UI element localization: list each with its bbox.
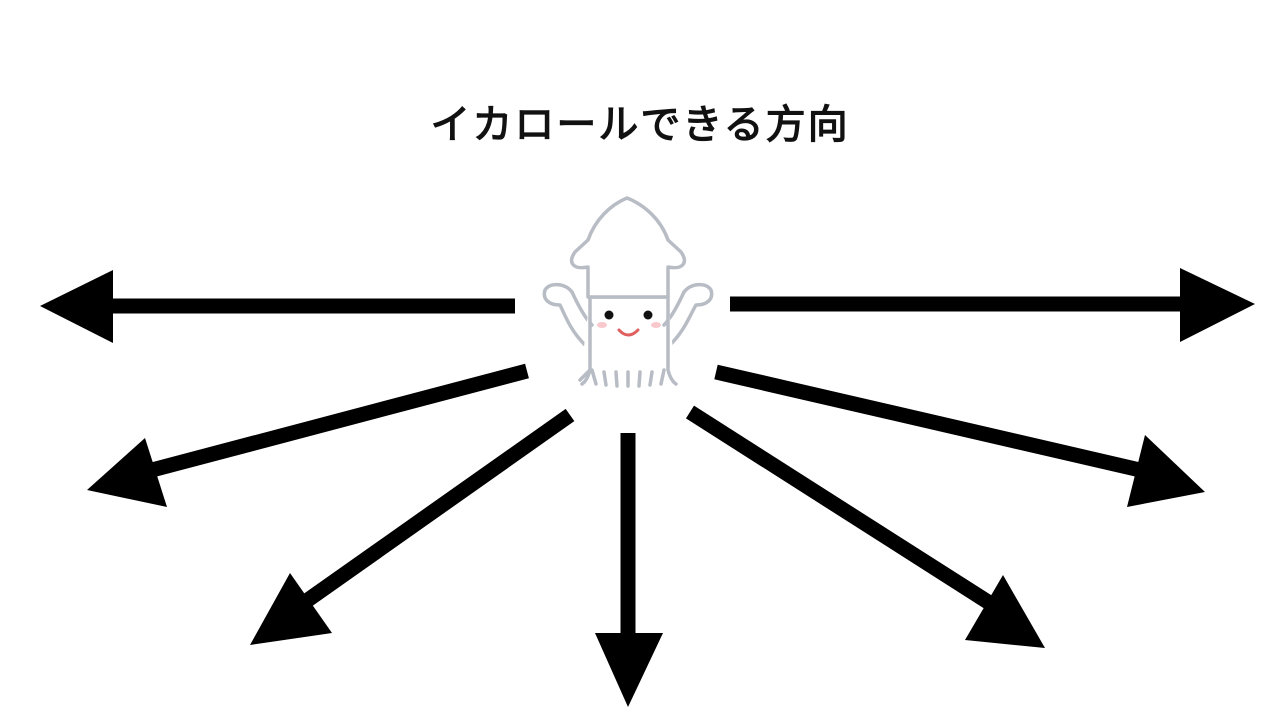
arrow-lower-left bbox=[87, 363, 529, 507]
arrow-down-left-shaft bbox=[300, 408, 575, 609]
arrow-down-head bbox=[595, 633, 663, 707]
arrow-down-right-shaft bbox=[685, 405, 993, 609]
squid-head bbox=[570, 196, 686, 299]
squid-arm-right bbox=[662, 282, 714, 347]
squid-tentacles bbox=[590, 368, 666, 388]
arrow-lower-right bbox=[714, 364, 1205, 507]
arrow-right-head bbox=[1180, 268, 1255, 342]
squid-cheek-left bbox=[597, 322, 607, 328]
arrow-lower-right-head bbox=[1127, 435, 1205, 507]
arrow-down-left bbox=[250, 408, 575, 645]
arrow-left bbox=[40, 270, 515, 343]
squid-mouth bbox=[617, 328, 640, 337]
arrow-down bbox=[595, 433, 663, 707]
diagram-title: イカロールできる方向 bbox=[430, 102, 850, 148]
squid-eye-left bbox=[604, 310, 614, 320]
arrow-lower-right-shaft bbox=[714, 364, 1142, 478]
arrow-lower-left-head bbox=[87, 438, 167, 507]
squid-illustration bbox=[542, 196, 714, 388]
arrow-lower-left-shaft bbox=[150, 363, 529, 478]
arrows bbox=[40, 268, 1255, 707]
arrow-left-head bbox=[40, 270, 113, 343]
squid-eye-right bbox=[643, 310, 653, 320]
arrow-down-right bbox=[685, 405, 1045, 648]
arrow-down-right-head bbox=[965, 575, 1045, 648]
squid-body bbox=[578, 295, 678, 386]
squid-cheek-right bbox=[651, 322, 661, 328]
arrow-right bbox=[730, 268, 1255, 342]
arrow-down-left-head bbox=[250, 573, 332, 645]
squid-arm-left bbox=[542, 282, 594, 347]
